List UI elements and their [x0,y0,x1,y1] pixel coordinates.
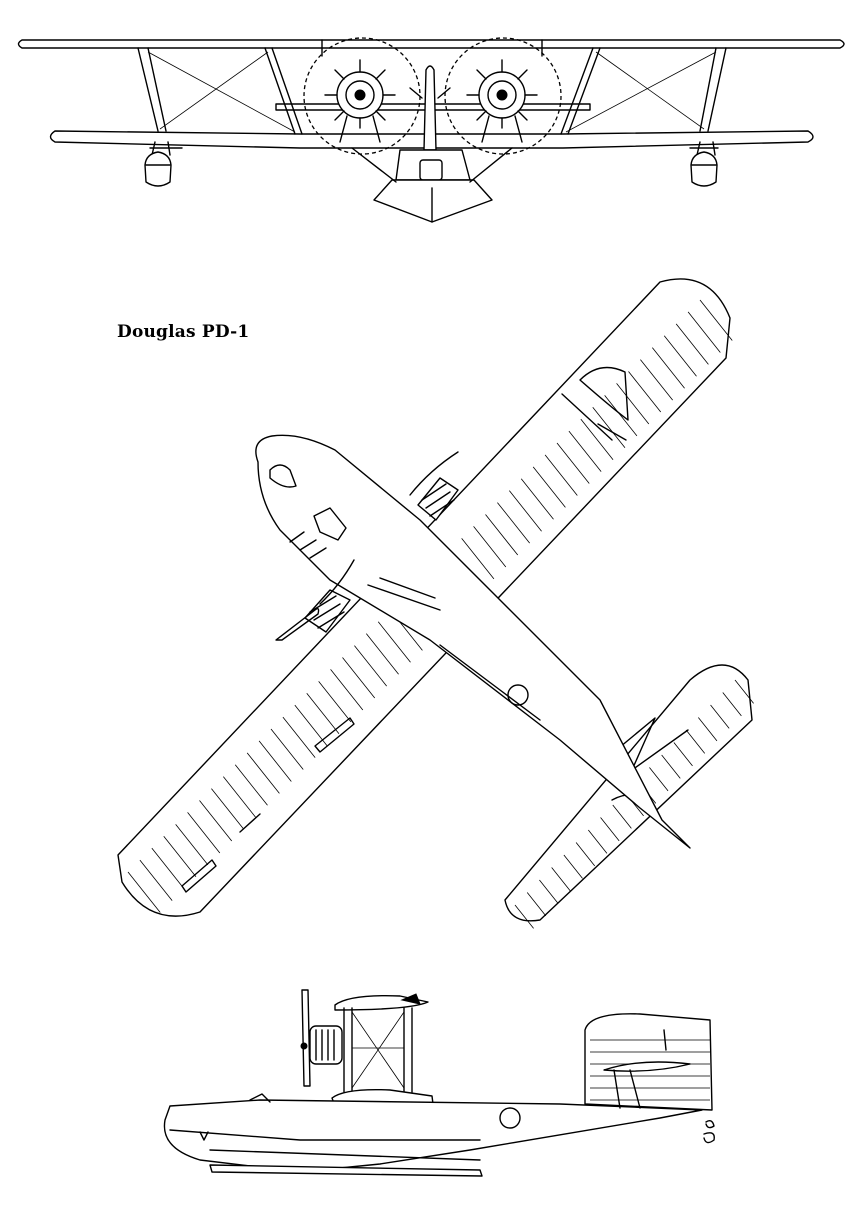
top-left-engine [275,559,355,641]
front-view [17,37,845,223]
aircraft-title: Douglas PD-1 [117,322,250,342]
left-float [144,141,183,187]
side-engine [300,989,343,1087]
left-engine [324,59,396,143]
top-view [117,278,754,929]
artist-signature [703,1119,715,1144]
right-float [689,141,719,187]
side-view [163,989,715,1177]
top-right-engine [409,451,459,521]
right-engine [466,59,538,143]
